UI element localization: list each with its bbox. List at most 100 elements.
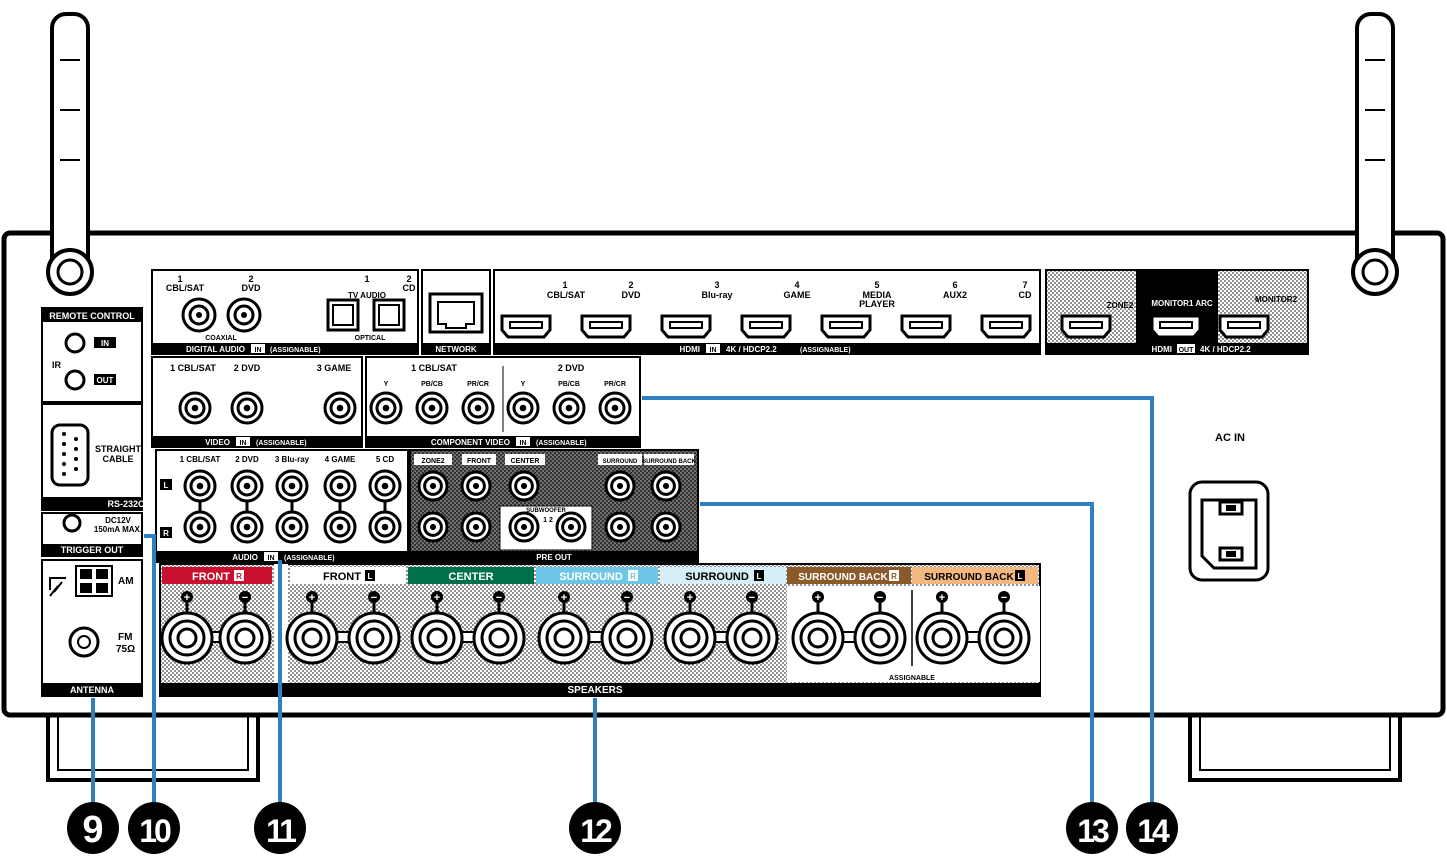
ir-out-jack[interactable] bbox=[64, 369, 86, 391]
audio-in-2-l-jack[interactable] bbox=[230, 469, 264, 503]
callout-12: 12 bbox=[569, 802, 621, 854]
speaker-terminal-pair-4[interactable]: +− bbox=[537, 591, 654, 665]
audio-in-4-r-jack[interactable] bbox=[323, 510, 357, 544]
video-in-assignable: (ASSIGNABLE) bbox=[256, 440, 307, 447]
pre-out-surround-back-l-jack[interactable] bbox=[650, 470, 682, 502]
video-in-1-label: 1 CBL/SAT bbox=[170, 363, 216, 373]
audio-in-assignable: (ASSIGNABLE) bbox=[284, 555, 335, 562]
speaker-terminal-pair-5[interactable]: +− bbox=[663, 591, 779, 665]
audio-in-4-l-jack[interactable] bbox=[323, 469, 357, 503]
hdmi-in-6-port[interactable] bbox=[900, 314, 952, 339]
speaker-terminal-pair-2[interactable]: +− bbox=[285, 591, 401, 665]
remote-control-section: REMOTE CONTROL IR IN OUT bbox=[41, 307, 143, 403]
minus-icon: − bbox=[749, 592, 755, 604]
component-group-2-label: 2 DVD bbox=[558, 363, 585, 373]
trigger-out-jack[interactable] bbox=[62, 513, 82, 533]
rs232c-label: RS-232C bbox=[107, 499, 145, 509]
rs232c-port[interactable] bbox=[50, 423, 90, 487]
component-1-pb-jack[interactable] bbox=[415, 391, 449, 425]
speakers-label: SPEAKERS bbox=[567, 685, 622, 696]
hdmi-out-zone2-label: ZONE2 bbox=[1107, 301, 1134, 310]
component-1-y-jack[interactable] bbox=[369, 391, 403, 425]
ir-in-jack[interactable] bbox=[64, 332, 86, 354]
hdmi-out-section: ZONE2 MONITOR1 ARC MONITOR2 HDMI OUT 4K … bbox=[1045, 269, 1309, 355]
pre-out-surround-l-jack[interactable] bbox=[604, 470, 636, 502]
video-in-2-jack[interactable] bbox=[230, 391, 264, 425]
audio-in-3-r-jack[interactable] bbox=[275, 510, 309, 544]
hdmi-in-1-port[interactable] bbox=[500, 314, 552, 339]
hdmi-out-2-port[interactable] bbox=[1150, 314, 1202, 339]
speaker-terminal-pair-6[interactable]: +− bbox=[791, 591, 907, 665]
hdmi-in-7-num: 7 bbox=[1022, 280, 1027, 290]
video-in-3-label: 3 GAME bbox=[317, 363, 352, 373]
callout-12-number: 12 bbox=[580, 813, 612, 849]
component-2-pr-jack[interactable] bbox=[598, 391, 632, 425]
hdmi-out-1-port[interactable] bbox=[1060, 314, 1112, 339]
audio-in-1-label: 1 CBL/SAT bbox=[180, 455, 221, 464]
component-1-pr-jack[interactable] bbox=[461, 391, 495, 425]
audio-in-label: AUDIO bbox=[232, 553, 258, 562]
hdmi-out-3-port[interactable] bbox=[1218, 314, 1270, 339]
optical-label: OPTICAL bbox=[355, 335, 386, 342]
minus-icon: − bbox=[496, 592, 502, 604]
callout-14-number: 14 bbox=[1137, 813, 1170, 849]
video-in-2-label: 2 DVD bbox=[234, 363, 261, 373]
pre-out-zone2-l-jack[interactable] bbox=[417, 470, 449, 502]
video-in-3-jack[interactable] bbox=[323, 391, 357, 425]
hdmi-in-5-name-2: PLAYER bbox=[859, 299, 895, 309]
hdmi-in-3-port[interactable] bbox=[660, 314, 712, 339]
audio-in-5-l-jack[interactable] bbox=[368, 469, 402, 503]
hdmi-in-5-num: 5 bbox=[874, 280, 879, 290]
component-2-pb-jack[interactable] bbox=[552, 391, 586, 425]
speaker-terminal-pair-7[interactable]: +− bbox=[915, 591, 1031, 665]
callout-11: 11 bbox=[254, 802, 306, 854]
pre-out-center-jack[interactable] bbox=[508, 470, 540, 502]
hdmi-out-spec: 4K / HDCP2.2 bbox=[1200, 345, 1251, 354]
am-label: AM bbox=[118, 576, 134, 587]
callout-10-number: 10 bbox=[139, 813, 171, 849]
plus-icon: + bbox=[184, 592, 190, 604]
audio-in-2-r-jack[interactable] bbox=[230, 510, 264, 544]
video-in-section: 1 CBL/SAT 2 DVD 3 GAME VIDEO IN (ASSIGNA… bbox=[151, 356, 363, 448]
audio-in-3-l-jack[interactable] bbox=[275, 469, 309, 503]
hdmi-in-2-port[interactable] bbox=[580, 314, 632, 339]
component-2-y-jack[interactable] bbox=[506, 391, 540, 425]
speaker-channel-2-badge: L bbox=[368, 572, 373, 581]
pre-out-surround-r-jack[interactable] bbox=[604, 511, 636, 543]
coaxial-label: COAXIAL bbox=[205, 335, 237, 342]
pre-out-subwoofer-2-jack[interactable] bbox=[555, 511, 587, 543]
hdmi-in-3-num: 3 bbox=[714, 280, 719, 290]
pre-out-surround-back-r-jack[interactable] bbox=[650, 511, 682, 543]
ground-icon bbox=[49, 577, 66, 597]
pre-out-front-r-jack[interactable] bbox=[460, 511, 492, 543]
hdmi-in-6-name: AUX2 bbox=[943, 290, 967, 300]
hdmi-in-5-port[interactable] bbox=[820, 314, 872, 339]
audio-in-5-r-jack[interactable] bbox=[368, 510, 402, 544]
pre-out-front-l-jack[interactable] bbox=[460, 470, 492, 502]
pre-out-zone2-r-jack[interactable] bbox=[417, 511, 449, 543]
speaker-terminal-pair-3[interactable]: +− bbox=[410, 591, 526, 665]
speaker-channel-7-badge: L bbox=[1018, 572, 1023, 581]
audio-in-1-l-jack[interactable] bbox=[183, 469, 217, 503]
speaker-channel-4-badge: R bbox=[630, 572, 636, 581]
optical-in-2-num: 2 bbox=[406, 274, 411, 284]
hdmi-in-7-port[interactable] bbox=[980, 314, 1032, 339]
antenna-section: AM FM 75Ω ANTENNA bbox=[41, 559, 143, 697]
speaker-terminal-pair-1[interactable]: +− bbox=[160, 591, 272, 665]
hdmi-out-badge: OUT bbox=[1179, 347, 1195, 354]
pre-out-section: ZONE2 FRONT CENTER SURROUND SURROUND BAC… bbox=[409, 449, 699, 563]
component-2-pr-label: PR/CR bbox=[604, 381, 626, 388]
speaker-header-2: FRONT L bbox=[290, 567, 406, 584]
callout-14: 14 bbox=[1126, 802, 1178, 854]
pre-out-subwoofer-1-jack[interactable] bbox=[508, 511, 540, 543]
audio-in-1-r-jack[interactable] bbox=[183, 510, 217, 544]
antenna-label: ANTENNA bbox=[70, 685, 114, 695]
speaker-channel-2-label: FRONT bbox=[323, 571, 361, 583]
video-in-1-jack[interactable] bbox=[178, 391, 212, 425]
hdmi-in-4-port[interactable] bbox=[740, 314, 792, 339]
hdmi-in-section: 1CBL/SAT2DVD3Blu-ray4GAME5MEDIAPLAYER6AU… bbox=[493, 269, 1041, 355]
